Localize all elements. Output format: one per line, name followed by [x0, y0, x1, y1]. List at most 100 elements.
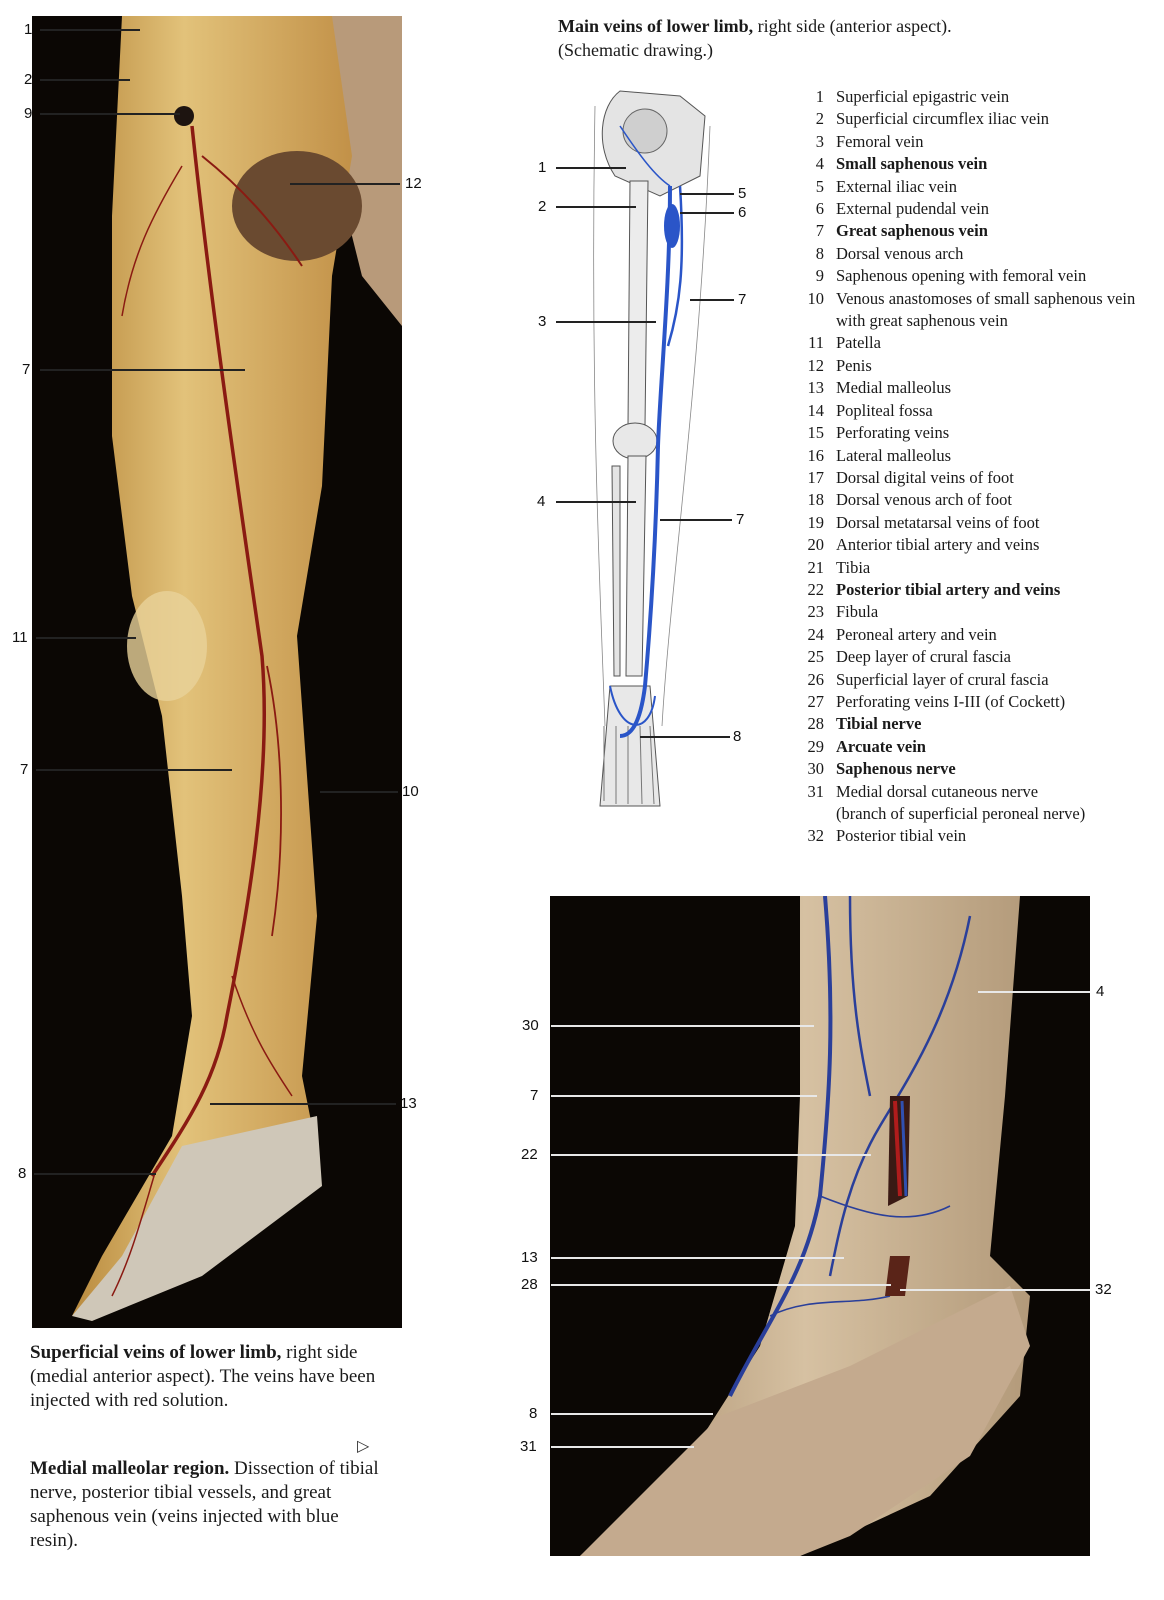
schematic-subtitle: (Schematic drawing.) [558, 40, 713, 60]
legend-text: Dorsal digital veins of foot [836, 467, 1014, 487]
legend-number: 12 [807, 355, 825, 375]
schem-label-7b: 7 [736, 511, 745, 528]
legend-text: Small saphenous vein [836, 154, 988, 174]
legend-number: 2 [815, 109, 824, 129]
legend-text: Great saphenous vein [836, 221, 988, 241]
left-label-9: 9 [24, 105, 33, 122]
legend-item: 27 Perforating veins I-III (of Cockett) [780, 691, 1150, 713]
leader-line [640, 736, 730, 738]
schem-label-7a: 7 [738, 291, 747, 308]
legend-text: Posterior tibial vein [836, 826, 967, 846]
legend-item: 1 Superficial epigastric vein [780, 86, 1150, 108]
legend-number: 23 [807, 602, 825, 622]
leader-line [320, 791, 398, 793]
leader-line [690, 299, 734, 301]
leader-line [551, 1284, 891, 1286]
leader-line [660, 519, 732, 521]
leader-line [36, 769, 232, 771]
left-label-7b: 7 [20, 761, 29, 778]
legend-text: Femoral vein [836, 131, 924, 151]
legend-number: 24 [807, 624, 825, 644]
legend-number: 20 [807, 535, 825, 555]
leader-line [556, 321, 656, 323]
leader-line [551, 1154, 871, 1156]
legend-number: 29 [807, 736, 825, 756]
legend-item: (branch of superficial peroneal nerve) [780, 803, 1150, 825]
leader-line [556, 167, 626, 169]
legend-text: Saphenous opening with femoral vein [836, 266, 1087, 286]
legend-number: 27 [807, 691, 825, 711]
legend-text: Patella [836, 333, 881, 353]
legend-number: 13 [807, 378, 825, 398]
caption-superficial-veins: Superficial veins of lower limb, right s… [30, 1341, 380, 1413]
legend-text: Anterior tibial artery and veins [836, 535, 1040, 555]
right-label-13: 13 [521, 1249, 538, 1266]
leader-line [551, 1095, 817, 1097]
legend-text: Lateral malleolus [836, 445, 951, 465]
leader-line [40, 79, 130, 81]
legend-text: Arcuate vein [836, 736, 926, 756]
legend-item: 19 Dorsal metatarsal veins of foot [780, 512, 1150, 534]
leader-line [551, 1446, 694, 1448]
pointer-triangle-icon: ▷ [357, 1438, 370, 1455]
legend-item: 20 Anterior tibial artery and veins [780, 534, 1150, 556]
schem-label-1: 1 [538, 159, 547, 176]
right-label-28: 28 [521, 1276, 538, 1293]
legend-number [780, 803, 836, 825]
legend-text: Penis [836, 355, 872, 375]
right-label-7: 7 [530, 1087, 539, 1104]
leader-line [210, 1103, 396, 1105]
legend-number: 17 [807, 467, 825, 487]
left-label-2: 2 [24, 71, 33, 88]
legend-text: External iliac vein [836, 176, 957, 196]
legend-text: External pudendal vein [836, 199, 990, 219]
legend-number: 14 [807, 400, 825, 420]
leader-line [978, 991, 1090, 993]
legend-text: Superficial circumflex iliac vein [836, 109, 1050, 129]
leader-line [900, 1289, 1090, 1291]
legend-text: Peroneal artery and vein [836, 624, 997, 644]
caption-bottom-rest: Dissection of tibial nerve, posterior ti… [30, 1458, 379, 1551]
legend-number: 15 [807, 423, 825, 443]
left-label-13: 13 [400, 1095, 417, 1112]
leader-line [34, 1173, 156, 1175]
left-label-8: 8 [18, 1165, 27, 1182]
legend-item: 17 Dorsal digital veins of foot [780, 467, 1150, 489]
legend-number [780, 310, 836, 332]
schem-label-4: 4 [537, 493, 546, 510]
legend-number: 1 [815, 87, 824, 106]
legend-text: Dorsal metatarsal veins of foot [836, 512, 1040, 532]
right-label-32: 32 [1095, 1281, 1112, 1298]
legend-item: with great saphenous vein [780, 310, 1150, 332]
legend-text: Medial malleolus [836, 378, 952, 398]
leader-line [40, 29, 140, 31]
legend-number: 30 [807, 759, 825, 779]
legend-number: 19 [807, 512, 825, 532]
leader-line [556, 501, 636, 503]
legend-number: 18 [807, 490, 825, 510]
legend-number: 6 [815, 199, 824, 219]
schem-label-2: 2 [538, 198, 547, 215]
legend-item: 12 Penis [780, 355, 1150, 377]
schematic-title: Main veins of lower limb, right side (an… [558, 14, 952, 62]
schematic-title-rest: right side (anterior aspect). [753, 16, 952, 36]
legend-text: Perforating veins I-III (of Cockett) [836, 691, 1066, 711]
legend-text: Popliteal fossa [836, 400, 933, 420]
ankle-photo-blue-veins [550, 896, 1090, 1556]
legend-text: with great saphenous vein [836, 311, 1008, 331]
right-label-31: 31 [520, 1438, 537, 1455]
legend-text: Superficial epigastric vein [836, 87, 1010, 106]
legend-item: 6 External pudendal vein [780, 198, 1150, 220]
